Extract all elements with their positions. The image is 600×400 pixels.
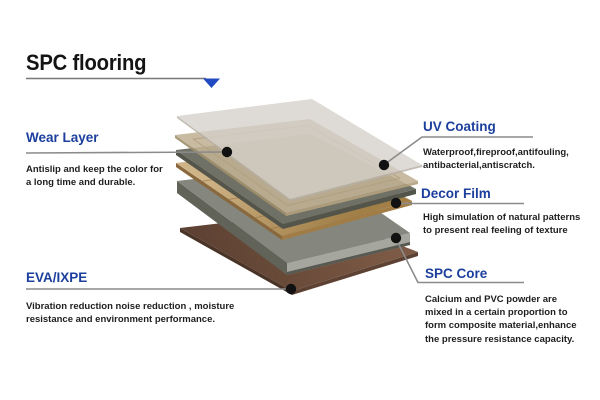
- layer-wear-right-edge: [286, 181, 418, 216]
- layer-uv-left-edge: [177, 116, 290, 201]
- layer-uv-right-edge: [290, 165, 422, 201]
- desc-spc-core: Calcium and PVC powder are mixed in a ce…: [425, 294, 577, 345]
- layer-dark-left-edge: [176, 150, 283, 229]
- layer-stack: [175, 99, 422, 295]
- layer-dark-right-edge: [283, 189, 416, 229]
- callout-line-uv: [384, 136, 533, 165]
- label-uv-coating: UV Coating: [423, 119, 496, 134]
- callout-line-wear: [25, 151, 226, 154]
- callout-dot-uv: [378, 159, 390, 171]
- label-spc-core: SPC Core: [425, 266, 488, 281]
- layer-wear-left-edge: [175, 135, 286, 216]
- layer-uv-coating: [177, 99, 422, 201]
- layer-eva-left-edge: [180, 228, 292, 295]
- layer-uv-top: [177, 99, 422, 199]
- desc-wear-layer: Antislip and keep the color for a long t…: [26, 164, 163, 189]
- label-decor-film: Decor Film: [421, 186, 491, 201]
- callout-dot-eva: [285, 283, 297, 295]
- callout-dot-decor: [390, 197, 402, 209]
- desc-eva-ixpe: Vibration reduction noise reduction , mo…: [26, 301, 235, 326]
- layer-core-left-edge: [177, 181, 287, 275]
- layer-core-front-bevel-dark-strip: [287, 242, 410, 275]
- page-title: SPC flooring: [26, 50, 147, 75]
- layer-decor-right-edge: [282, 201, 412, 240]
- callout-dots: [221, 146, 402, 295]
- callout-line-spc: [395, 238, 524, 284]
- desc-uv-coating: Waterproof,fireproof,antifouling, antiba…: [423, 147, 569, 172]
- callout-dot-wear: [221, 146, 233, 158]
- label-eva-ixpe: EVA/IXPE: [26, 270, 88, 285]
- layer-decor-left-edge: [176, 163, 282, 240]
- down-triangle-icon: [203, 78, 220, 88]
- label-wear-layer: Wear Layer: [26, 130, 99, 145]
- callout-dot-spc: [390, 232, 402, 244]
- desc-decor-film: High simulation of natural patterns to p…: [423, 212, 581, 237]
- layer-eva-right-edge: [292, 252, 418, 295]
- callout-lines: [25, 136, 533, 290]
